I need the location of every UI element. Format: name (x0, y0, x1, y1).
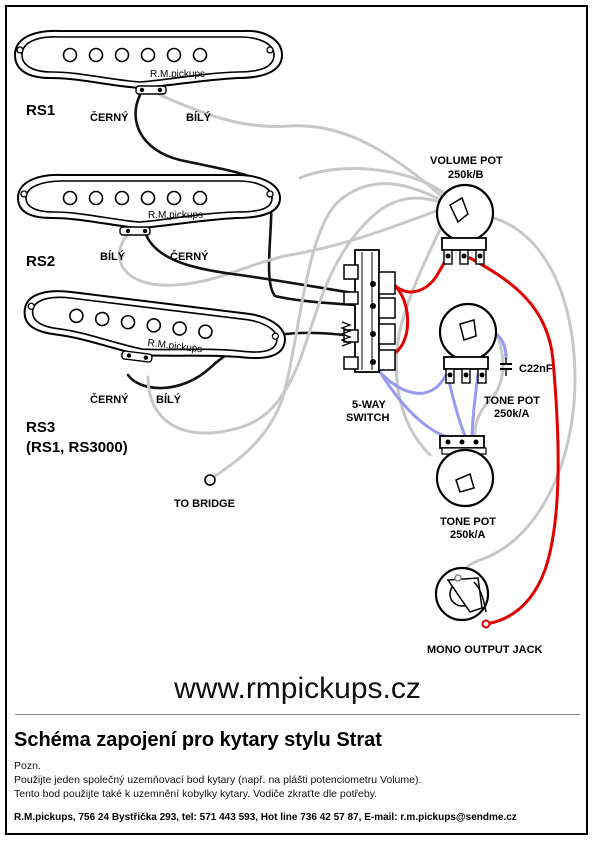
pickup-rs1-lead-black: ČERNÝ (90, 111, 129, 124)
pickup-brand: R.M.pickups (148, 210, 203, 221)
wire-rs1-white (158, 93, 454, 207)
wire-ground-top (298, 167, 454, 202)
pickup-rs3-lead-black: ČERNÝ (90, 393, 129, 406)
pickup-rs3-lead-white: BÍLÝ (156, 393, 182, 406)
website-url[interactable]: www.rmpickups.cz (174, 672, 421, 705)
note-label: Pozn. (14, 760, 41, 772)
wire-rs2-white (117, 203, 454, 287)
pickup-rs1: R.M.pickups (13, 29, 284, 95)
note-line-1: Použijte jeden společný uzemňovací bod k… (14, 774, 422, 786)
tone-pot-2 (435, 435, 495, 508)
wire-rs3-white (146, 196, 454, 435)
pickup-brand: R.M.pickups (150, 69, 205, 80)
bridge-terminal (204, 474, 216, 486)
wire-ground-jack (456, 213, 577, 582)
wire-hot-volume-jack (468, 256, 560, 626)
switch-label-line2: SWITCH (346, 412, 389, 424)
tone-pot-1 (438, 302, 498, 384)
wire-bridge (210, 182, 454, 480)
pickup-rs3-subtitle: (RS1, RS3000) (26, 439, 128, 456)
pickup-rs3-name: RS3 (26, 419, 55, 436)
wire-rs2-black (143, 230, 374, 298)
tone-pot-1-value: 250k/A (494, 408, 530, 420)
divider (15, 714, 580, 715)
volume-pot-label: VOLUME POT (430, 155, 503, 167)
pickup-rs2-lead-black: ČERNÝ (170, 250, 209, 263)
diagram-title: Schéma zapojení pro kytary stylu Strat (14, 729, 382, 751)
pickup-rs2-lead-white: BÍLÝ (100, 250, 126, 263)
pickup-rs3: R.M.pickups (23, 290, 286, 363)
volume-pot (435, 183, 495, 265)
note-line-2: Tento bod použijte také k uzemnění kobyl… (14, 788, 378, 800)
switch-label-line1: 5-WAY (352, 399, 386, 411)
pickup-rs2-name: RS2 (26, 253, 55, 270)
capacitor-label: C22nF (519, 363, 553, 375)
pickup-rs1-lead-white: BÍLÝ (186, 111, 212, 124)
jack-label: MONO OUTPUT JACK (427, 644, 543, 656)
wire-tone-blue-4 (470, 371, 480, 440)
volume-pot-value: 250k/B (448, 169, 484, 181)
bridge-label: TO BRIDGE (174, 498, 235, 510)
output-jack (434, 566, 491, 629)
five-way-switch (340, 249, 396, 373)
pickup-rs2: R.M.pickups (16, 173, 282, 236)
wire-ground-pots (394, 203, 454, 457)
tone-pot-2-value: 250k/A (450, 529, 486, 541)
tone-pot-1-label: TONE POT (484, 395, 540, 407)
page-frame (5, 5, 588, 835)
capacitor (500, 358, 512, 376)
contact-info: R.M.pickups, 756 24 Bystřička 293, tel: … (14, 812, 517, 823)
tone-pot-2-label: TONE POT (440, 516, 496, 528)
pickup-rs1-name: RS1 (26, 102, 55, 119)
